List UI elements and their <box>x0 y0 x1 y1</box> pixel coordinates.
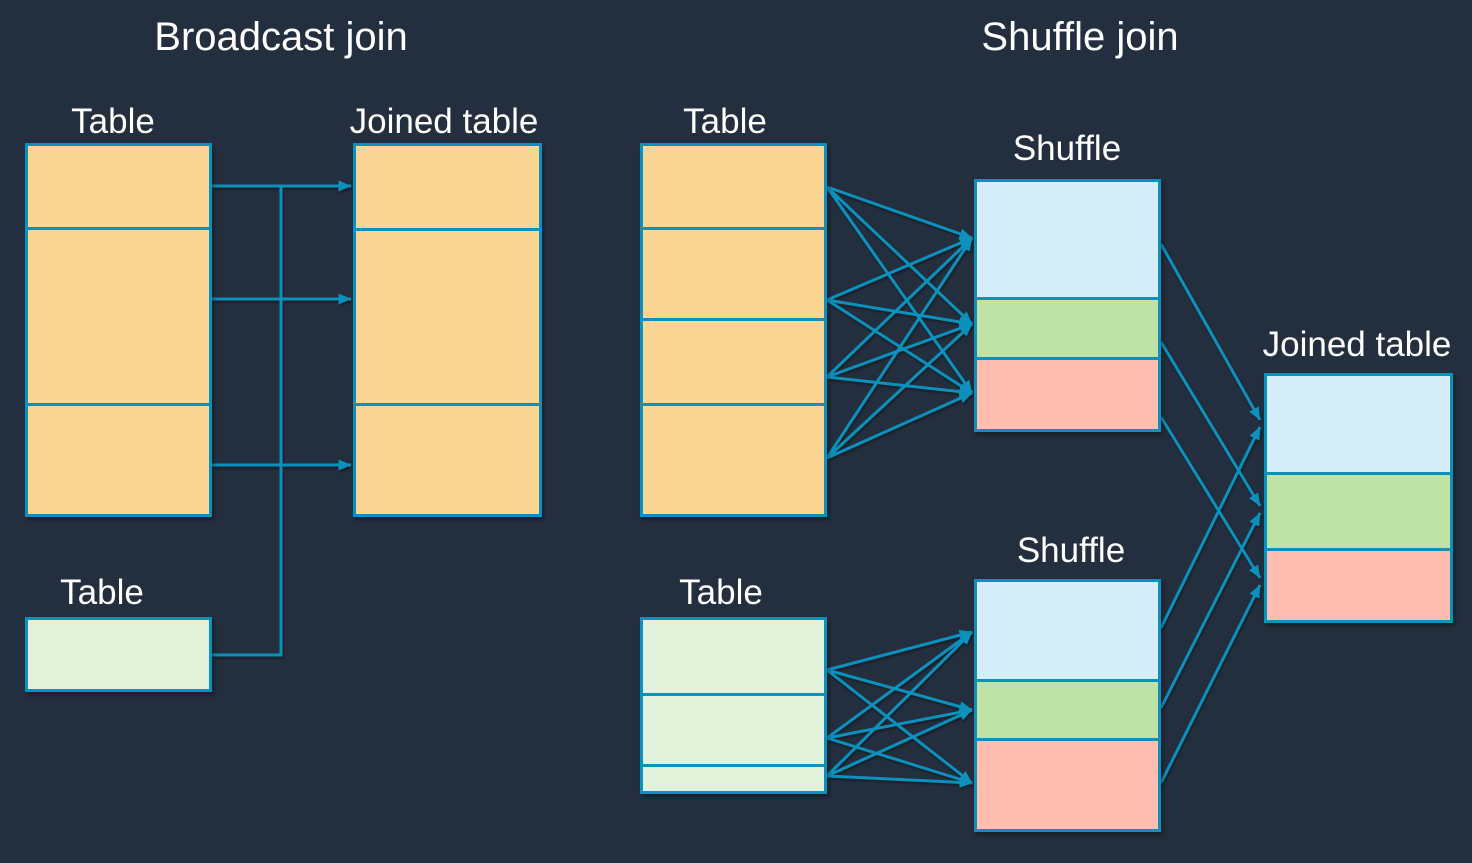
shuffle-merge-arrows <box>1159 243 1262 784</box>
shuffle-top-table-label: Table <box>683 102 767 141</box>
broadcast-small-table-label: Table <box>60 573 144 612</box>
broadcast-elbow-line <box>212 186 283 657</box>
table-partition <box>356 403 539 514</box>
shuffle-partition-green <box>977 679 1158 738</box>
joined-partition-blue <box>1267 376 1450 472</box>
shuffle-bottom-fan-arrows <box>825 629 974 788</box>
arrow <box>1159 426 1262 629</box>
broadcast-joined-table-label: Joined table <box>349 102 539 141</box>
arrow <box>1159 341 1262 507</box>
broadcast-source-table-label: Table <box>71 102 155 141</box>
table-partition <box>643 227 824 318</box>
arrow <box>1159 243 1262 421</box>
shuffle-bottom-shuffle-label: Shuffle <box>1016 531 1126 570</box>
arrow <box>825 236 974 379</box>
broadcast-small-table <box>25 617 212 692</box>
arrow <box>825 237 974 459</box>
broadcast-connectors <box>212 180 352 657</box>
arrow <box>826 185 973 240</box>
broadcast-source-table <box>25 143 212 517</box>
broadcast-joined-table <box>353 143 542 517</box>
arrow <box>826 298 973 328</box>
shuffle-top-shuffle-label: Shuffle <box>1012 129 1122 168</box>
arrow <box>825 185 974 326</box>
table-partition <box>356 146 539 228</box>
shuffle-partition-pink <box>977 357 1158 429</box>
shuffle-partition-blue <box>977 182 1158 297</box>
arrow <box>826 706 973 740</box>
arrow <box>826 322 973 379</box>
arrow <box>826 375 973 398</box>
table-partition <box>28 146 209 227</box>
table-partition <box>28 403 209 514</box>
shuffle-bottom-table <box>640 617 827 794</box>
arrow <box>1159 416 1262 579</box>
arrow <box>826 298 973 395</box>
broadcast-join-title: Broadcast join <box>154 15 408 59</box>
shuffle-joined-table <box>1264 373 1453 623</box>
table-partition <box>643 403 824 514</box>
arrow <box>826 736 973 785</box>
shuffle-top-table <box>640 143 827 517</box>
arrow <box>826 668 973 712</box>
table-partition <box>28 620 209 689</box>
arrow <box>826 774 973 788</box>
shuffle-join-title: Shuffle join <box>981 15 1179 59</box>
shuffle-partition-green <box>977 297 1158 357</box>
arrow <box>825 186 974 394</box>
table-partition <box>643 620 824 693</box>
shuffle-joined-table-label: Joined table <box>1262 325 1452 364</box>
shuffle-partition-pink <box>977 738 1158 829</box>
arrow <box>1159 512 1262 709</box>
table-partition <box>356 228 539 403</box>
table-partition <box>643 693 824 764</box>
arrow <box>1159 584 1262 784</box>
shuffle-bottom-shuffle-box <box>974 579 1161 832</box>
arrow <box>826 236 973 302</box>
shuffle-top-fan-arrows <box>825 185 974 460</box>
arrow <box>825 630 974 778</box>
table-partition <box>643 146 824 227</box>
arrow <box>826 708 973 778</box>
shuffle-top-shuffle-box <box>974 179 1161 432</box>
arrow <box>826 391 973 460</box>
joined-partition-green <box>1267 472 1450 548</box>
arrow <box>826 630 973 740</box>
shuffle-bottom-table-label: Table <box>679 573 763 612</box>
arrow <box>826 668 973 785</box>
arrow <box>825 322 974 460</box>
table-partition <box>643 318 824 403</box>
table-partition <box>28 227 209 403</box>
shuffle-partition-blue <box>977 582 1158 679</box>
joined-partition-pink <box>1267 548 1450 620</box>
arrow <box>826 629 973 672</box>
table-partition <box>643 764 824 791</box>
